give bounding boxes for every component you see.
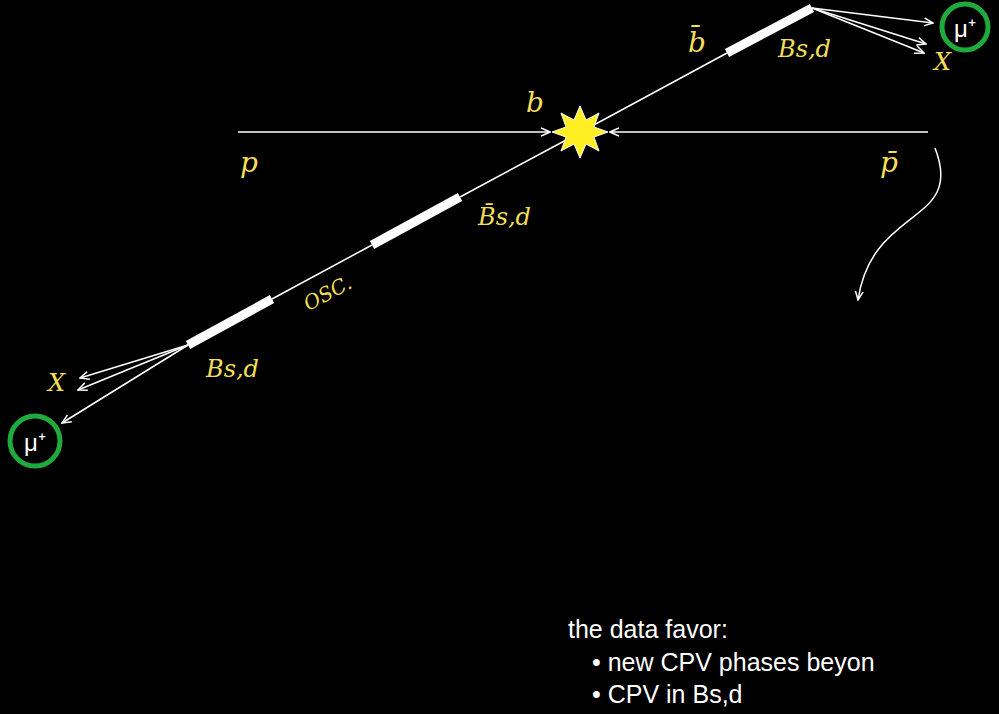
muon-circle: μ⁺ (939, 1, 991, 53)
decay-product: X (934, 49, 951, 75)
muon-circle: μ⁺ (7, 413, 63, 469)
particle-label: μ⁺ (24, 425, 46, 458)
meson-label: B̄s,d (478, 204, 531, 230)
decay-line (62, 345, 188, 423)
quark-label: b̄ (688, 28, 706, 59)
oscillation-label: OSC. (300, 271, 355, 314)
decay-line (78, 345, 188, 390)
meson-label: Bs,d (778, 36, 831, 62)
note-line: • CPV in Bs,d (592, 681, 742, 709)
antiproton-beam (610, 131, 928, 133)
proton-beam (238, 131, 550, 133)
particle-label: μ⁺ (954, 11, 976, 44)
pointer-arrow (858, 148, 941, 300)
decay-product: X (48, 370, 65, 396)
meson-bar (188, 299, 272, 345)
beam-label: p̄ (880, 148, 898, 179)
meson-bar (372, 197, 460, 245)
quark-line (592, 53, 727, 126)
note-heading: the data favor: (568, 616, 728, 644)
collision-star (552, 106, 608, 158)
note-line: • new CPV phases beyon (592, 649, 875, 677)
beam-label: p (240, 148, 258, 179)
quark-label: b (526, 88, 544, 119)
decay-line (80, 345, 188, 378)
meson-label: Bs,d (206, 356, 259, 382)
quark-line (460, 139, 568, 197)
